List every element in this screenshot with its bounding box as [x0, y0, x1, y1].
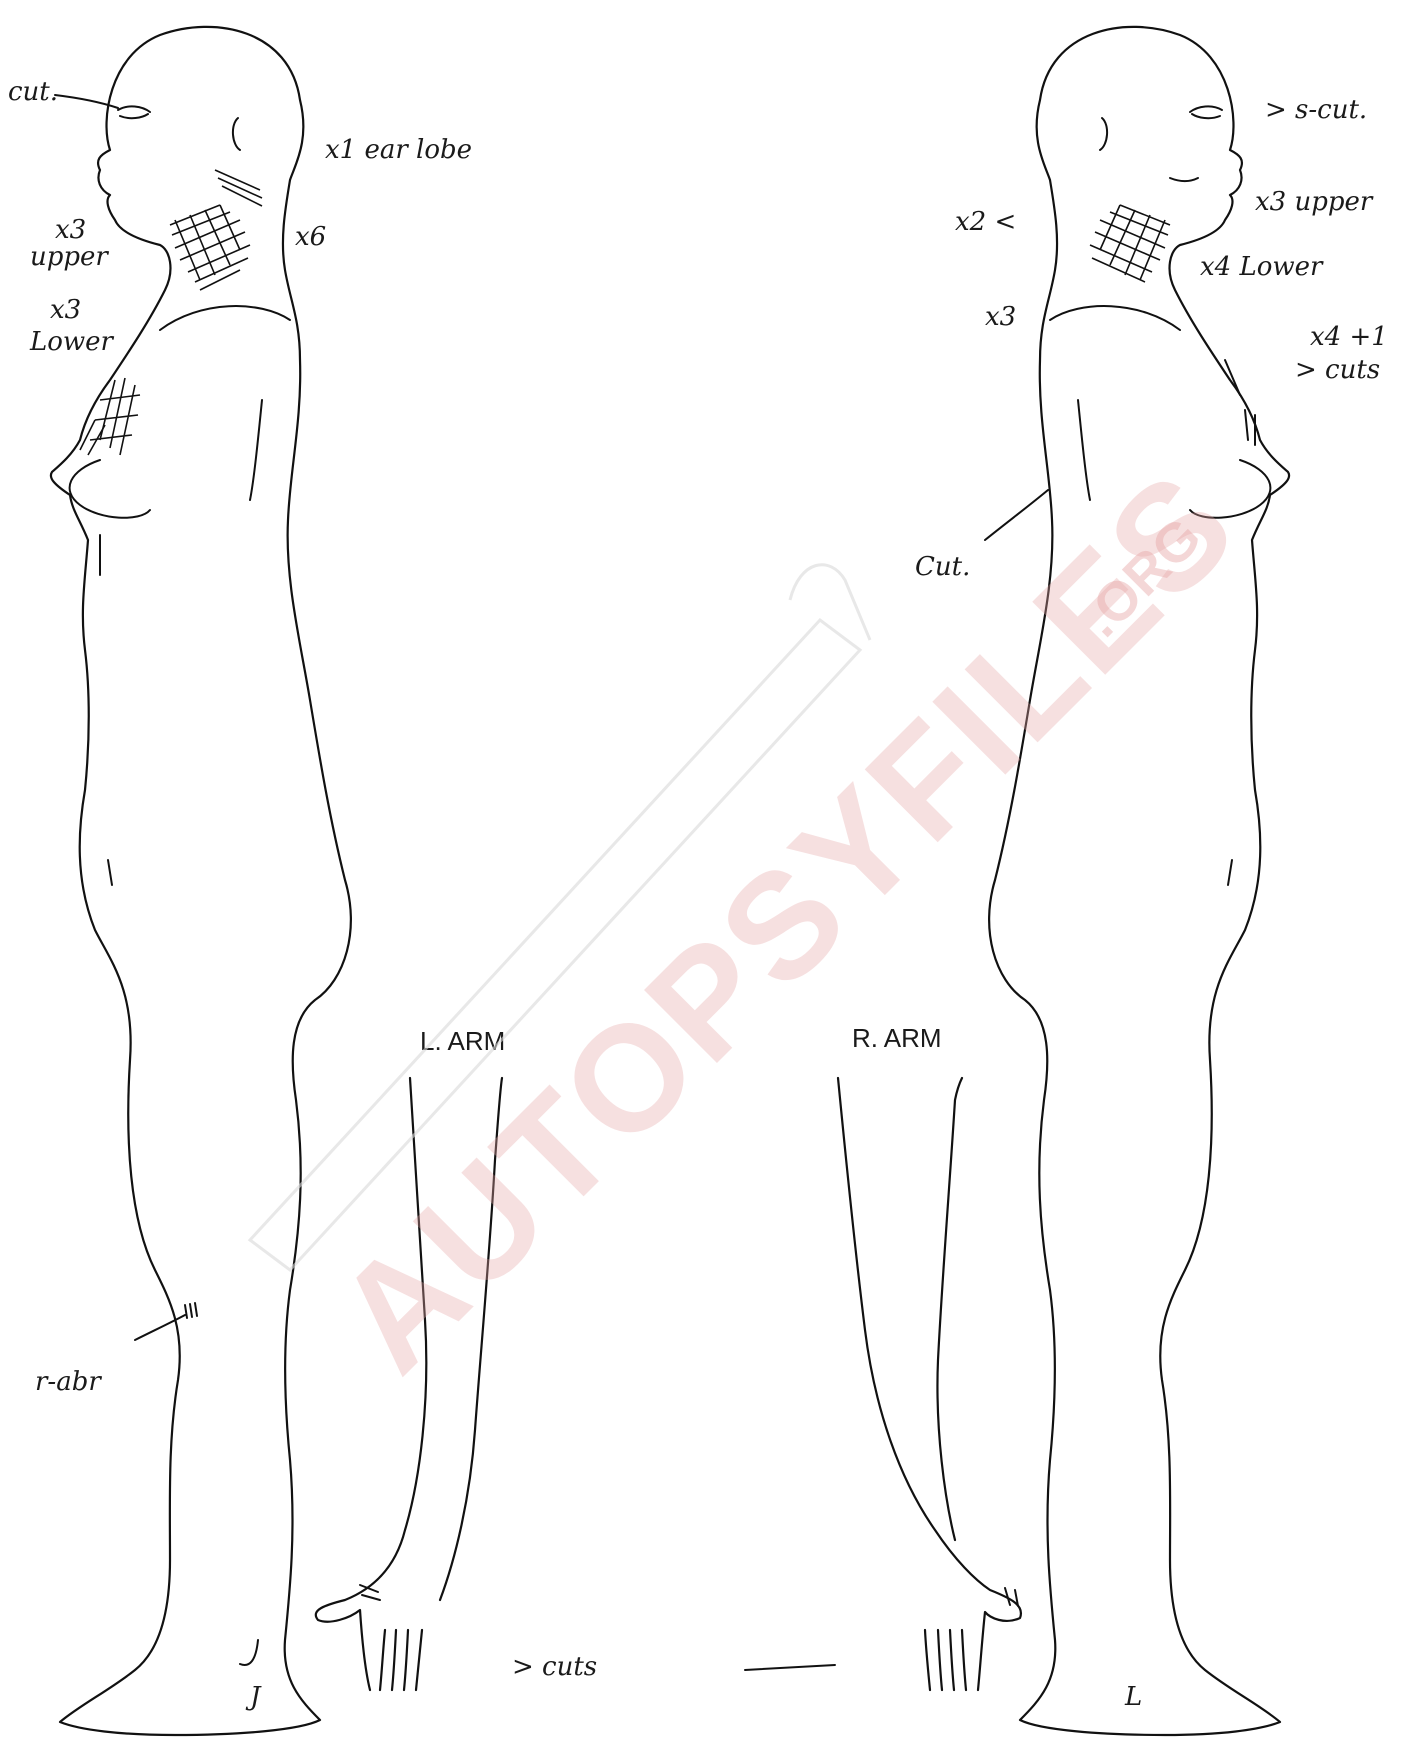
left-upper-count-note: x3: [55, 215, 86, 245]
right-arm-label: R. ARM: [852, 1023, 942, 1053]
left-lower-note: Lower: [29, 327, 115, 357]
right-chest-note-1: x4 +1: [1310, 322, 1388, 352]
left-lower-count-note: x3: [50, 295, 81, 325]
right-figure-ear: [1100, 118, 1107, 150]
left-knee-note: r-abr: [35, 1367, 102, 1397]
right-figure-chest-marks: [1225, 360, 1255, 445]
left-foot-mark: J: [245, 1682, 262, 1712]
left-figure-shoulder-line: [160, 306, 290, 330]
left-figure-knee-line: [108, 860, 112, 885]
left-figure-back-line: [250, 400, 262, 500]
left-figure-knee-abrasion: [185, 1303, 197, 1318]
right-figure-back-leader: [985, 490, 1048, 540]
right-figure-breast: [1190, 460, 1270, 518]
right-figure-head-outline: [989, 27, 1289, 1735]
left-figure-eye: [118, 106, 150, 118]
left-figure-neck-hatching: [170, 170, 262, 290]
right-chest-note-2: > cuts: [1295, 355, 1380, 385]
right-upper-note: x3 upper: [1255, 187, 1374, 217]
left-figure-breast: [70, 460, 150, 518]
hand-cuts-note: > cuts: [512, 1652, 597, 1682]
right-figure-knee-line: [1228, 860, 1232, 885]
right-arm-diagram: [838, 1078, 1021, 1690]
right-figure-mouth: [1170, 178, 1198, 181]
right-shoulder-note: x3: [985, 302, 1016, 332]
right-figure-eye: [1190, 106, 1222, 118]
left-arm-outline: [316, 1078, 502, 1690]
right-figure-neck-hatching: [1090, 205, 1170, 282]
left-figure-foot-mark: [240, 1640, 258, 1665]
right-arm-outline: [838, 1078, 1021, 1690]
right-figure-shoulder-line: [1050, 306, 1180, 330]
right-figure-back-line: [1078, 400, 1090, 500]
right-foot-mark: L: [1124, 1682, 1142, 1712]
right-back-cut-note: Cut.: [915, 552, 970, 582]
center-dash: [745, 1665, 835, 1670]
left-figure-ear: [233, 118, 240, 150]
left-ear-note: x1 ear lobe: [325, 135, 472, 165]
left-upper-note: upper: [30, 242, 109, 272]
left-eye-cut-note: cut.: [8, 77, 58, 107]
left-figure-head-outline: [51, 27, 351, 1735]
right-neck-back-note: x2 <: [955, 207, 1016, 237]
left-neck-side-note: x6: [295, 222, 326, 252]
left-arm-label: L. ARM: [420, 1026, 505, 1056]
left-figure: [51, 27, 351, 1735]
left-arm-diagram: [316, 1078, 502, 1690]
right-figure: [985, 27, 1289, 1735]
right-face-note: > s-cut.: [1265, 95, 1367, 125]
right-lower-note: x4 Lower: [1200, 252, 1324, 282]
